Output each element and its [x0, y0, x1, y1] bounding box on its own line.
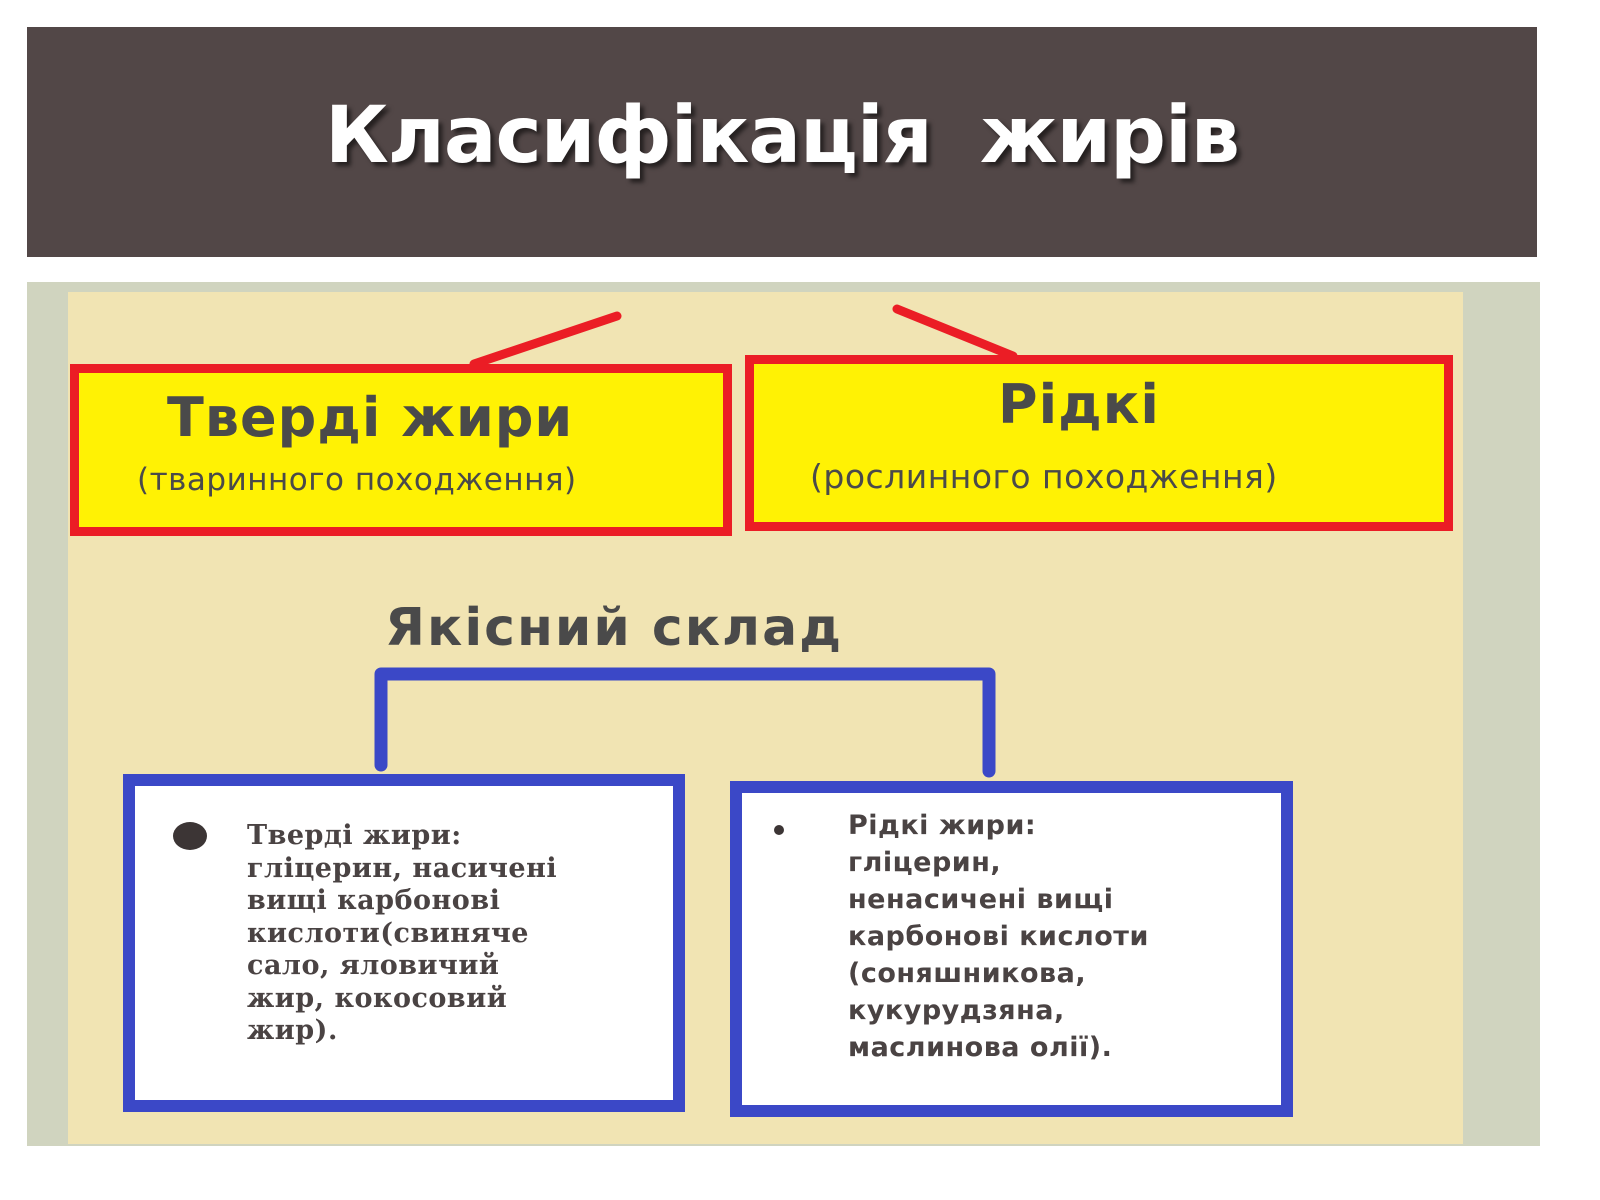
quality-composition-label: Якісний склад	[385, 598, 844, 658]
liquid-fats-detail-text: Рідкі жири: гліцерин, ненасичені вищі ка…	[848, 810, 1149, 1063]
solid-fats-title: Тверді жири	[167, 386, 574, 449]
liquid-fats-subtitle: (рослинного походження)	[810, 457, 1278, 496]
bullet-icon	[774, 825, 784, 835]
slide-title: Класифікація жирів	[324, 91, 1240, 181]
liquid-fats-title: Рідкі	[998, 373, 1160, 436]
solid-fats-detail-text: Тверді жири: гліцерин, насичені вищі кар…	[247, 820, 558, 1046]
bullet-icon	[173, 822, 207, 850]
solid-fats-subtitle: (тваринного походження)	[137, 462, 577, 498]
solid-fats-detail-box: Тверді жири: гліцерин, насичені вищі кар…	[123, 774, 685, 1112]
liquid-fats-detail-box: Рідкі жири: гліцерин, ненасичені вищі ка…	[730, 781, 1293, 1117]
solid-fats-box: Тверді жири (тваринного походження)	[70, 364, 732, 536]
title-bar: Класифікація жирів	[27, 27, 1537, 257]
liquid-fats-box: Рідкі (рослинного походження)	[745, 355, 1453, 531]
